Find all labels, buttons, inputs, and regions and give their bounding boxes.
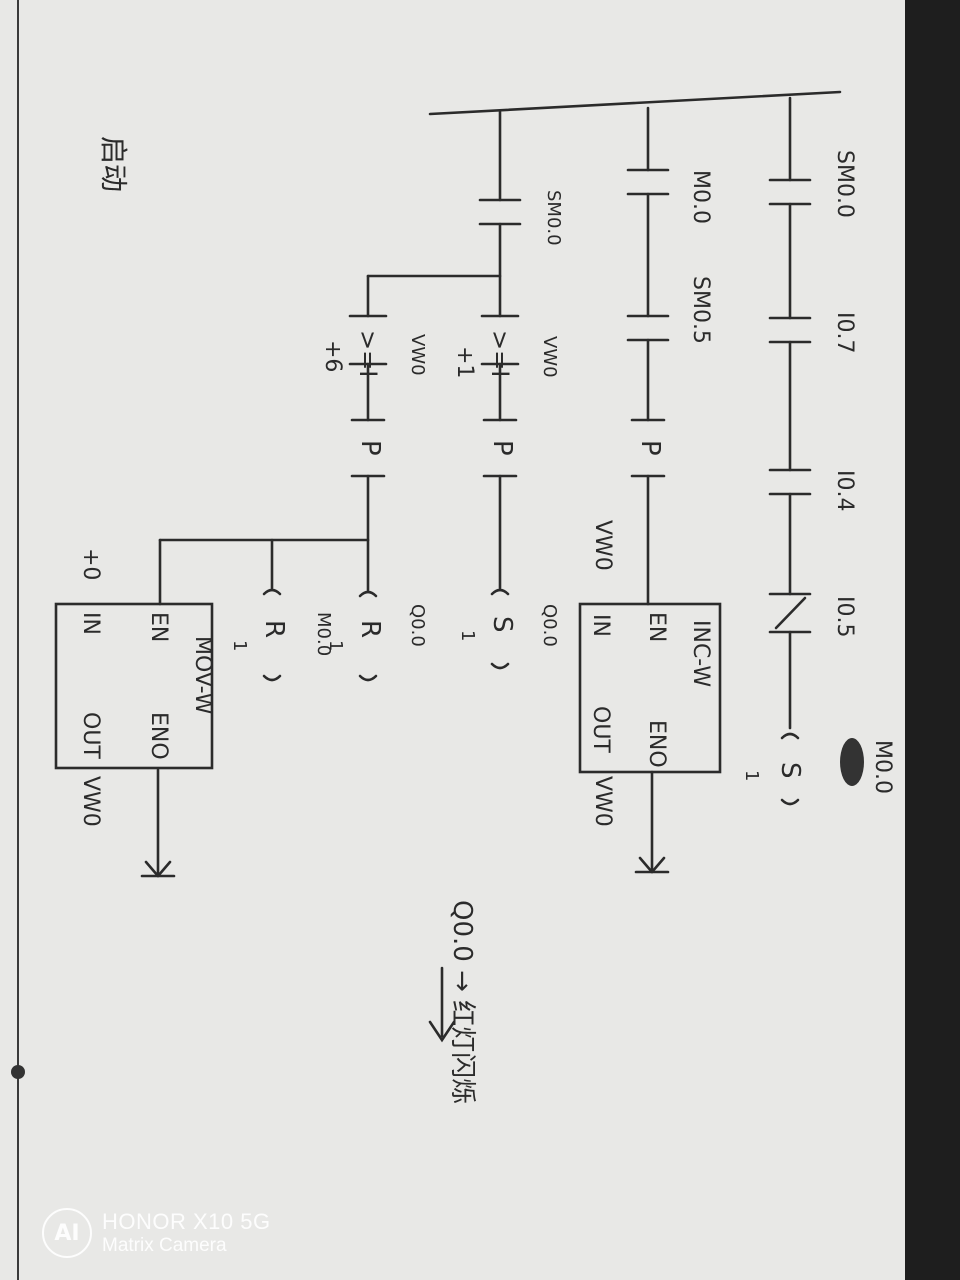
inc-in: IN (588, 614, 613, 637)
cmp-bot-op: >=I (354, 330, 382, 377)
watermark-camera: Matrix Camera (102, 1235, 227, 1256)
note-text: Q0.0 → 红灯闪烁 (447, 900, 477, 1104)
contact-sm0-5-label: SM0.5 (688, 276, 713, 344)
note-arrow-head (428, 1020, 456, 1043)
edge-p-bot: P (355, 440, 385, 456)
cmp-top-op: >=I (486, 330, 514, 377)
coil-q0-0-reset-count: 1 (325, 640, 346, 651)
coil-m0-0-reset-type: R (259, 620, 289, 638)
rung-3-wiring (140, 110, 522, 878)
inc-in-var: VW0 (590, 520, 615, 571)
mov-out: OUT (78, 712, 103, 759)
binder-ring (11, 1065, 25, 1079)
contact-i0-7-label: I0.7 (832, 312, 857, 353)
cmp-top-var: VW0 (539, 336, 560, 378)
rung-2-wiring (626, 106, 670, 874)
contact-m0-0-label: M0.0 (688, 170, 713, 224)
mov-eno: ENO (146, 712, 171, 760)
coil-m0-0-reset-label: M0.0 (313, 612, 334, 656)
mov-out-var: VW0 (78, 776, 103, 827)
coil-q0-0-reset-label: Q0.0 (407, 604, 428, 647)
scribble-mark (840, 738, 864, 786)
watermark-model: HONOR X10 5G (102, 1209, 271, 1234)
inc-w-title: INC-W (688, 620, 713, 687)
edge-p-top: P (487, 440, 517, 456)
mov-in-val: +0 (78, 548, 103, 580)
side-label: 启动 (97, 136, 130, 192)
cmp-bot-var: VW0 (407, 334, 428, 376)
contact-i0-4-label: I0.4 (832, 470, 857, 511)
contact-sm0-0-label: SM0.0 (832, 150, 857, 218)
rung-1-wiring (768, 96, 812, 806)
coil-count: 1 (741, 770, 762, 781)
coil-q0-0-set-type: S (487, 616, 517, 633)
ai-logo-icon: AI (42, 1208, 92, 1258)
mov-w-title: MOV-W (190, 636, 215, 715)
inc-out-var: VW0 (590, 776, 615, 827)
coil-q0-0-reset-type: R (355, 620, 385, 638)
coil-m0-0-label: M0.0 (870, 740, 895, 794)
coil-q0-0-set-label: Q0.0 (539, 604, 560, 647)
inc-eno: ENO (644, 720, 669, 768)
camera-watermark: AI HONOR X10 5G Matrix Camera (42, 1208, 271, 1258)
inc-en: EN (644, 612, 669, 642)
ladder-lines (54, 90, 842, 1043)
mov-w-block (54, 602, 214, 770)
contact-i0-5-label: I0.5 (832, 596, 857, 637)
paper-shadow-edge (905, 0, 960, 1280)
power-rail (428, 90, 842, 116)
coil-m0-0-reset-count: 1 (229, 640, 250, 651)
paper-sheet (0, 0, 915, 1280)
mov-en: EN (146, 612, 171, 642)
labels: SM0.0 I0.7 I0.4 I0.5 M0.0 S 1 M0.0 SM0.5… (78, 136, 895, 1104)
coil-q0-0-set-count: 1 (457, 630, 478, 641)
contact-sm0-0-rung3-label: SM0.0 (543, 190, 564, 246)
inc-out: OUT (588, 706, 613, 753)
cmp-bot-const: +6 (320, 340, 345, 372)
mov-in: IN (78, 612, 103, 635)
edge-p-label: P (635, 440, 665, 456)
cmp-top-const: +1 (452, 346, 477, 378)
coil-s-type: S (775, 762, 805, 779)
inc-w-block (578, 602, 722, 774)
